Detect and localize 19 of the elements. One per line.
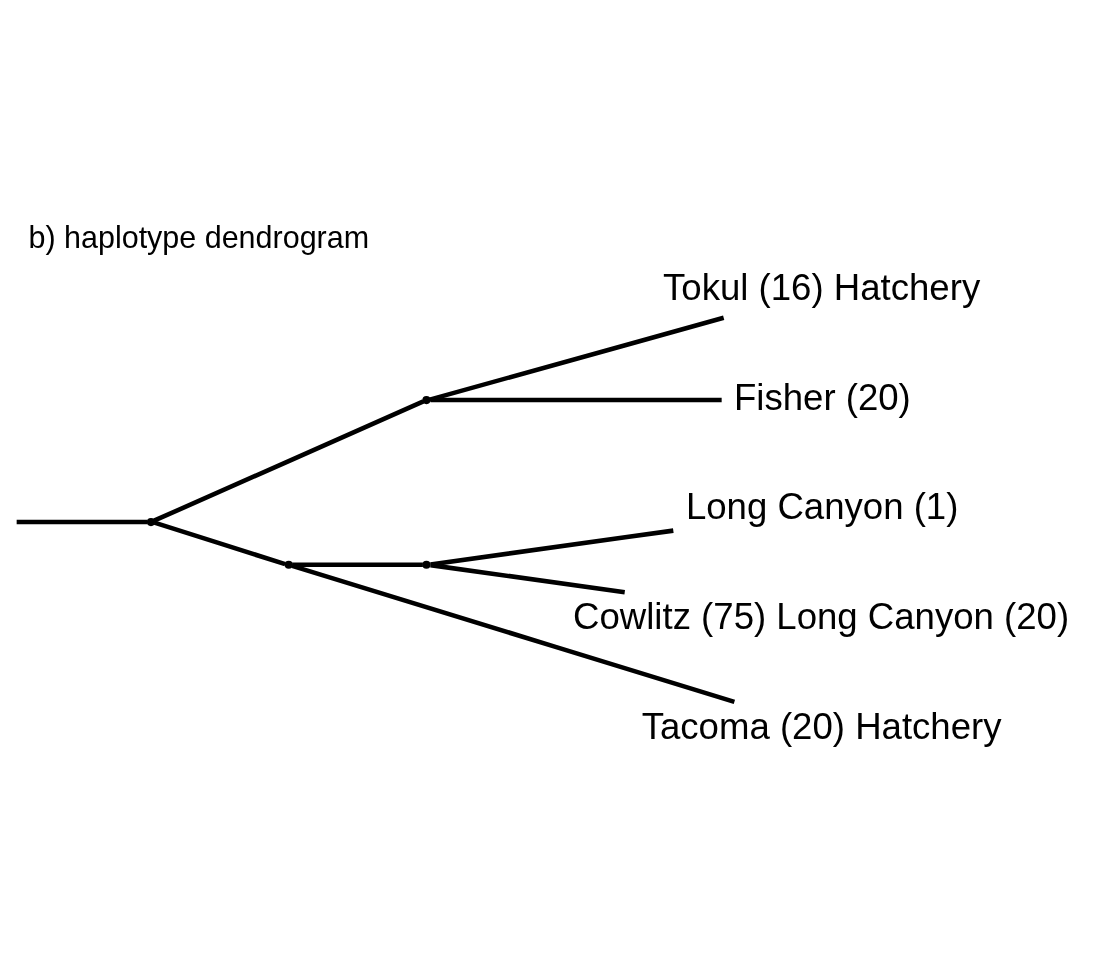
node-text: Cowlitz (75) Long Canyon (20) xyxy=(573,595,1070,637)
connector xyxy=(16,519,148,524)
node-text: Fisher (20) xyxy=(733,376,911,418)
node-text: Tacoma (20) Hatchery xyxy=(641,705,1002,747)
connector xyxy=(429,315,725,402)
node-point xyxy=(284,560,293,569)
node-text: Tokul (16) Hatchery xyxy=(663,266,981,308)
node-text: Long Canyon (1) xyxy=(685,485,959,527)
connector xyxy=(291,563,736,704)
connector xyxy=(430,527,674,567)
node-point xyxy=(422,560,431,569)
connector xyxy=(430,562,626,594)
connector xyxy=(430,397,722,402)
diagram-title: b) haplotype dendrogram xyxy=(28,219,370,254)
node-point xyxy=(422,395,431,404)
connector xyxy=(292,562,423,567)
connector xyxy=(153,398,425,523)
node-point xyxy=(146,517,156,526)
connector xyxy=(153,520,286,566)
